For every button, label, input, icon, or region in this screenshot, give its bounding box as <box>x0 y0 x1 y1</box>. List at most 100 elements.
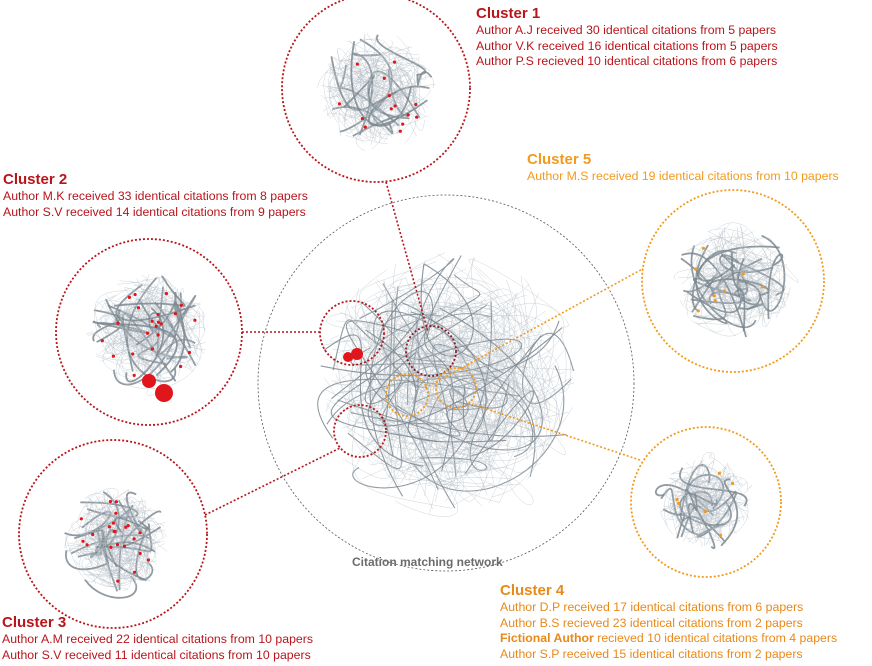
citation-edge <box>755 237 799 283</box>
author-node <box>696 309 700 313</box>
author-node <box>415 115 419 119</box>
citation-edge <box>684 495 703 548</box>
citation-edge <box>364 33 431 108</box>
citation-edge <box>373 310 508 409</box>
citation-edge <box>380 361 506 445</box>
zoom-cluster-5 <box>641 189 825 373</box>
author-node <box>156 333 160 337</box>
author-node <box>713 298 717 303</box>
citation-edge <box>132 356 174 382</box>
citation-edge <box>104 274 167 340</box>
citation-edge <box>331 274 481 400</box>
citation-edge <box>437 366 558 473</box>
author-node <box>730 481 735 485</box>
citation-edge <box>695 244 728 325</box>
citation-edge <box>434 293 510 437</box>
author-node <box>741 272 745 276</box>
citation-edge <box>371 57 417 150</box>
author-node <box>414 102 418 107</box>
connector-cluster-3 <box>204 447 341 516</box>
citation-edge <box>703 258 750 292</box>
author-node <box>114 500 118 504</box>
citation-edge <box>359 261 436 412</box>
cluster-2-title: Cluster 2 <box>3 171 68 188</box>
citation-edge <box>320 63 364 133</box>
citation-edge <box>331 56 402 120</box>
citation-edge <box>133 290 189 377</box>
author-node <box>111 521 115 525</box>
author-node <box>112 529 116 534</box>
citation-edge <box>437 253 544 333</box>
citation-edge <box>357 76 406 112</box>
cluster-5-label: Cluster 5 Author M.S received 19 identic… <box>527 150 839 185</box>
author-node <box>694 267 698 271</box>
author-node <box>138 531 142 535</box>
author-node <box>132 537 136 541</box>
citation-edge <box>408 278 469 439</box>
citation-edge <box>407 303 565 407</box>
cluster-2-edges <box>86 274 207 396</box>
citation-edge <box>681 480 733 518</box>
citation-edge <box>352 52 422 117</box>
author-node <box>722 289 727 293</box>
citation-edge <box>426 377 534 458</box>
cluster-3-line: Author A.M received 22 identical citatio… <box>2 632 314 646</box>
citation-edge <box>142 324 184 373</box>
author-node <box>81 539 85 543</box>
author-node <box>406 113 410 117</box>
citation-edge <box>695 283 738 319</box>
citation-edge <box>410 311 487 435</box>
author-node <box>85 543 89 547</box>
citation-edge <box>95 326 132 377</box>
citation-edge <box>683 483 723 537</box>
citation-edge <box>364 320 419 405</box>
citation-edge <box>356 91 403 112</box>
citation-edge <box>730 252 746 332</box>
citation-edge <box>105 518 144 563</box>
citation-edge <box>95 288 184 361</box>
highlight-cluster-3 <box>333 404 387 458</box>
citation-edge <box>695 289 763 325</box>
author-node <box>677 501 681 505</box>
citation-edge <box>126 333 177 381</box>
highlight-cluster-5 <box>435 367 477 409</box>
zoom-cluster-2 <box>55 238 243 426</box>
citation-edge <box>170 301 186 373</box>
cluster-4-line: Author B.S recieved 23 identical citatio… <box>500 615 803 630</box>
author-node <box>100 339 104 343</box>
citation-edge <box>122 496 153 554</box>
citation-edge <box>114 304 196 322</box>
citation-edge <box>714 226 741 315</box>
citation-edge <box>435 341 545 461</box>
citation-edge <box>670 478 729 518</box>
cluster-1-line: Author P.S recieved 10 identical citatio… <box>476 54 778 69</box>
citation-edge <box>346 316 412 388</box>
author-node <box>116 579 120 583</box>
citation-edge <box>332 55 385 92</box>
citation-edge <box>387 303 536 350</box>
citation-edge <box>336 343 558 415</box>
citation-edge <box>386 297 493 460</box>
citation-edge <box>108 310 151 323</box>
citation-edge <box>326 313 380 331</box>
citation-edge <box>679 512 726 542</box>
cluster-4-title: Cluster 4 <box>500 582 565 599</box>
author-node <box>392 60 397 64</box>
citation-edge <box>346 40 399 99</box>
author-node <box>173 312 177 316</box>
author-node <box>156 312 160 317</box>
cluster-1-title: Cluster 1 <box>476 5 541 22</box>
cluster-5-edges <box>673 222 799 338</box>
citation-edge <box>688 270 768 309</box>
zoom-cluster-1 <box>281 0 471 183</box>
citation-edge <box>687 491 718 506</box>
citation-edge <box>341 356 552 477</box>
citation-edge <box>338 72 380 137</box>
citation-edge <box>93 320 178 377</box>
connector-lines <box>204 181 649 516</box>
citation-edge <box>436 296 493 448</box>
citation-edge <box>394 328 555 383</box>
citation-edge <box>697 281 718 309</box>
citation-edge <box>373 70 404 127</box>
author-node <box>79 517 83 521</box>
